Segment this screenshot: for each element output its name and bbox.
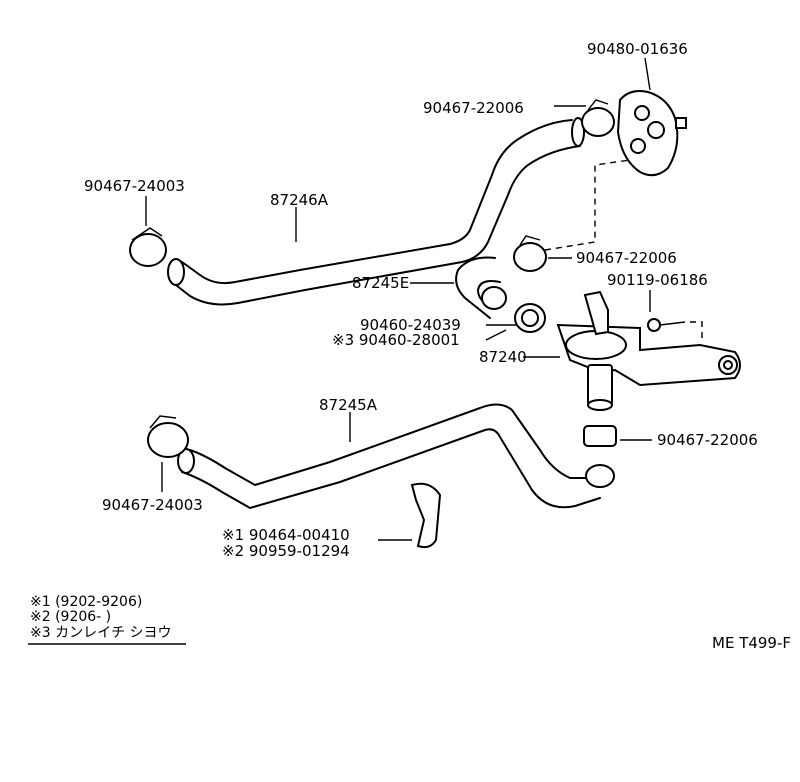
clamp-lower-left-icon [147, 415, 189, 458]
dashed-route [544, 159, 631, 251]
label-87240: 87240 [479, 348, 527, 366]
dashed-screw [690, 321, 703, 340]
label-90464-00410: ※1 90464-00410 [222, 526, 350, 544]
label-90467-24003-upper: 90467-24003 [84, 177, 185, 195]
note-3: ※3 カンレイチ シヨウ [30, 625, 172, 641]
label-87245e: 87245E [352, 274, 409, 292]
label-90460-24039: 90460-24039 [360, 316, 461, 334]
note-1: ※1 (9202-9206) [30, 594, 142, 610]
label-90480-01636: 90480-01636 [587, 40, 688, 58]
grommet-icon [616, 90, 687, 177]
hose-87246a [167, 117, 585, 306]
label-90467-24003-lower: 90467-24003 [102, 496, 203, 514]
clamp-upper-left-icon [129, 227, 167, 267]
hose-clip-icon [410, 482, 442, 549]
label-87246a: 87246A [270, 191, 329, 209]
clamp-mid-icon [513, 235, 547, 272]
hose-87245e [455, 256, 507, 319]
ring-clamp-icon [514, 303, 546, 333]
diagram-code: ME T499-F [712, 634, 791, 652]
hose-87245a [177, 403, 615, 509]
label-90460-28001: ※3 90460-28001 [332, 331, 460, 349]
clamp-lower-right-icon [583, 425, 617, 447]
label-90467-22006-low: 90467-22006 [657, 431, 758, 449]
water-valve-icon [556, 290, 741, 411]
clamp-top-icon [581, 99, 615, 137]
label-87245a: 87245A [319, 396, 378, 414]
label-90467-22006-mid: 90467-22006 [576, 249, 677, 267]
label-90959-01294: ※2 90959-01294 [222, 542, 350, 560]
note-2: ※2 (9206- ) [30, 609, 111, 625]
leader-lines [145, 57, 652, 541]
screw-icon [647, 318, 686, 332]
label-90467-22006-top: 90467-22006 [423, 99, 524, 117]
label-90119-06186: 90119-06186 [607, 271, 708, 289]
